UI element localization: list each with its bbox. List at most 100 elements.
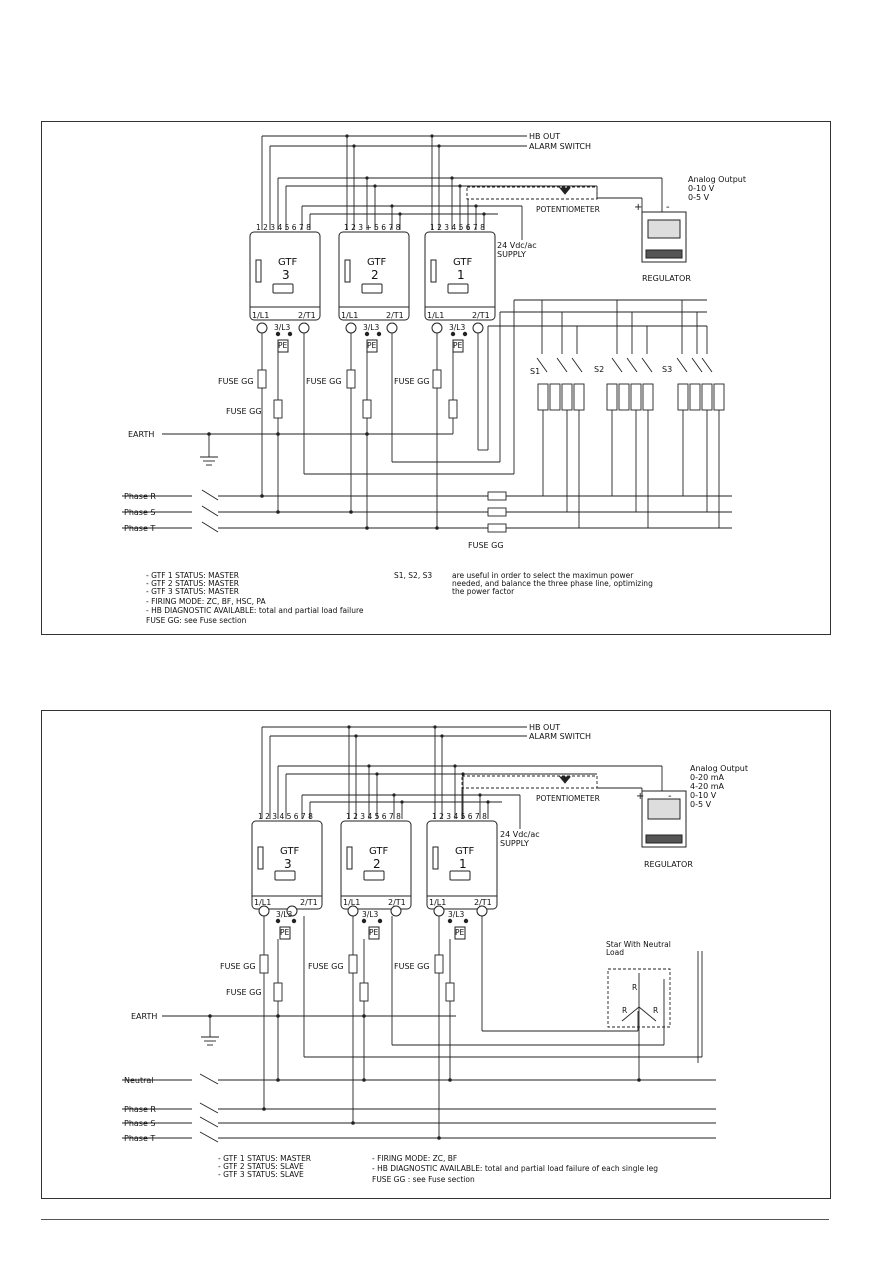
regulator-label-2: REGULATOR: [644, 860, 693, 869]
neutral-label: Neutral: [124, 1076, 154, 1085]
fuse2-label-2: FUSE GG: [308, 962, 344, 971]
unit2-1-name: GTF: [455, 846, 475, 857]
note-left-3: - GTF 3 STATUS: MASTER: [146, 587, 239, 596]
unit2-2-t1: 2/T1: [388, 898, 406, 907]
potentiometer-label: POTENTIOMETER: [536, 205, 600, 214]
phase2-s-label: Phase S: [124, 1119, 156, 1128]
unit2-1-pe: PE: [455, 928, 465, 937]
resistor-label-3: R: [653, 1006, 658, 1015]
note2-left-2: - GTF 2 STATUS: SLAVE: [218, 1162, 304, 1171]
note-right-1: are useful in order to select the maximu…: [452, 571, 634, 580]
terminal-strip-2-3: 1 2 3 4 5 6 7 8: [258, 812, 313, 821]
supply-label-1: 24 Vdc/ac: [497, 241, 537, 250]
note-left-2: - GTF 2 STATUS: MASTER: [146, 579, 239, 588]
unit2-2-l1: 1/L1: [343, 898, 360, 907]
supply-label-2a: 24 Vdc/ac: [500, 830, 540, 839]
wiring-diagram-three-master: HB OUT ALARM SWITCH POTENTIOMETER 24 Vdc…: [41, 121, 831, 635]
note-left-1: - GTF 1 STATUS: MASTER: [146, 571, 239, 580]
fuse-label-4: FUSE GG: [226, 407, 262, 416]
analog-output-2-value-2: 4-20 mA: [690, 782, 724, 791]
unit-2-l3: 3/L3: [363, 323, 379, 332]
page-footer-rule: [41, 1219, 829, 1220]
earth-label: EARTH: [128, 430, 154, 439]
unit-2-t1: 2/T1: [386, 311, 404, 320]
minus-sign-2: -: [668, 791, 672, 802]
phase-t-label: Phase T: [124, 524, 155, 533]
unit2-2-l3: 3/L3: [362, 910, 378, 919]
analog-output-2-value-4: 0-5 V: [690, 800, 712, 809]
unit2-3-l3: 3/L3: [276, 910, 292, 919]
plus-sign: +: [634, 202, 642, 213]
fuse2-label-3: FUSE GG: [394, 962, 430, 971]
minus-sign: -: [666, 202, 670, 213]
unit-2-l1: 1/L1: [341, 311, 358, 320]
potentiometer-label-2: POTENTIOMETER: [536, 794, 600, 803]
terminal-strip-2-1: 1 2 3 4 5 6 7 8: [432, 812, 487, 821]
load-title-1: Star With Neutral: [606, 940, 671, 949]
note2-left-3: - GTF 3 STATUS: SLAVE: [218, 1170, 304, 1179]
switch-label-s3: S3: [662, 365, 672, 374]
resistor-label-1: R: [632, 983, 637, 992]
wiring-diagram-1-svg: HB OUT ALARM SWITCH POTENTIOMETER 24 Vdc…: [122, 132, 746, 625]
plus-sign-2: +: [636, 791, 644, 802]
note2-right-2: - HB DIAGNOSTIC AVAILABLE: total and par…: [372, 1164, 658, 1173]
earth-label-2: EARTH: [131, 1012, 157, 1021]
unit2-3-pe: PE: [280, 928, 290, 937]
unit-1-number: 1: [457, 268, 465, 282]
unit-3-l3: 3/L3: [274, 323, 290, 332]
switch-label-s2: S2: [594, 365, 604, 374]
terminal-strip-2-2: 1 2 3 4 5 6 7 8: [346, 812, 401, 821]
switch-label-s1: S1: [530, 367, 540, 376]
unit2-1-t1: 2/T1: [474, 898, 492, 907]
phase-r-label: Phase R: [124, 492, 156, 501]
analog-output-title-2: Analog Output: [690, 764, 748, 773]
unit-3-t1: 2/T1: [298, 311, 316, 320]
unit-1-l3: 3/L3: [449, 323, 465, 332]
fuse-label-2: FUSE GG: [306, 377, 342, 386]
unit2-2-number: 2: [373, 857, 381, 871]
unit-1-l1: 1/L1: [427, 311, 444, 320]
hb-out-label-2: HB OUT: [529, 723, 560, 732]
hb-out-label: HB OUT: [529, 132, 560, 141]
note-left-5: - HB DIAGNOSTIC AVAILABLE: total and par…: [146, 606, 364, 615]
unit2-1-number: 1: [459, 857, 467, 871]
note-left-4: - FIRING MODE: ZC, BF, HSC, PA: [146, 597, 266, 606]
note-right-2: needed, and balance the three phase line…: [452, 579, 653, 588]
note2-left-1: - GTF 1 STATUS: MASTER: [218, 1154, 311, 1163]
unit-2-number: 2: [371, 268, 379, 282]
unit-3-name: GTF: [278, 257, 298, 268]
unit-3-l1: 1/L1: [252, 311, 269, 320]
phase2-r-label: Phase R: [124, 1105, 156, 1114]
terminal-strip-3: 1 2 3 4 5 6 7 8: [256, 223, 311, 232]
note2-right-1: - FIRING MODE: ZC, BF: [372, 1154, 457, 1163]
phase-s-label: Phase S: [124, 508, 156, 517]
analog-output-value-1: 0-10 V: [688, 184, 715, 193]
alarm-switch-label: ALARM SWITCH: [529, 142, 591, 151]
unit2-1-l3: 3/L3: [448, 910, 464, 919]
phase2-t-label: Phase T: [124, 1134, 155, 1143]
note2-right-3: FUSE GG : see Fuse section: [372, 1175, 475, 1184]
load-title-2: Load: [606, 948, 624, 957]
unit-2-pe: PE: [367, 341, 377, 350]
unit2-3-t1: 2/T1: [300, 898, 318, 907]
wiring-diagram-master-slave: HB OUT ALARM SWITCH POTENTIOMETER 24 Vdc…: [41, 710, 831, 1199]
analog-output-value-2: 0-5 V: [688, 193, 710, 202]
unit2-1-l1: 1/L1: [429, 898, 446, 907]
fuse2-label-1: FUSE GG: [220, 962, 256, 971]
unit-3-pe: PE: [278, 341, 288, 350]
unit2-2-name: GTF: [369, 846, 389, 857]
fuse-label-1: FUSE GG: [218, 377, 254, 386]
note-right-3: the power factor: [452, 587, 515, 596]
terminal-strip-2: 1 2 3 + 5 6 7 8: [344, 223, 401, 232]
alarm-switch-label-2: ALARM SWITCH: [529, 732, 591, 741]
fuse2-label-4: FUSE GG: [226, 988, 262, 997]
note-left-6: FUSE GG: see Fuse section: [146, 616, 247, 625]
resistor-label-2: R: [622, 1006, 627, 1015]
supply-label-2: SUPPLY: [497, 250, 526, 259]
unit2-3-l1: 1/L1: [254, 898, 271, 907]
unit-1-pe: PE: [453, 341, 463, 350]
note-right-label: S1, S2, S3: [394, 571, 432, 580]
unit-3-number: 3: [282, 268, 290, 282]
unit2-3-number: 3: [284, 857, 292, 871]
fuse-label-3: FUSE GG: [394, 377, 430, 386]
